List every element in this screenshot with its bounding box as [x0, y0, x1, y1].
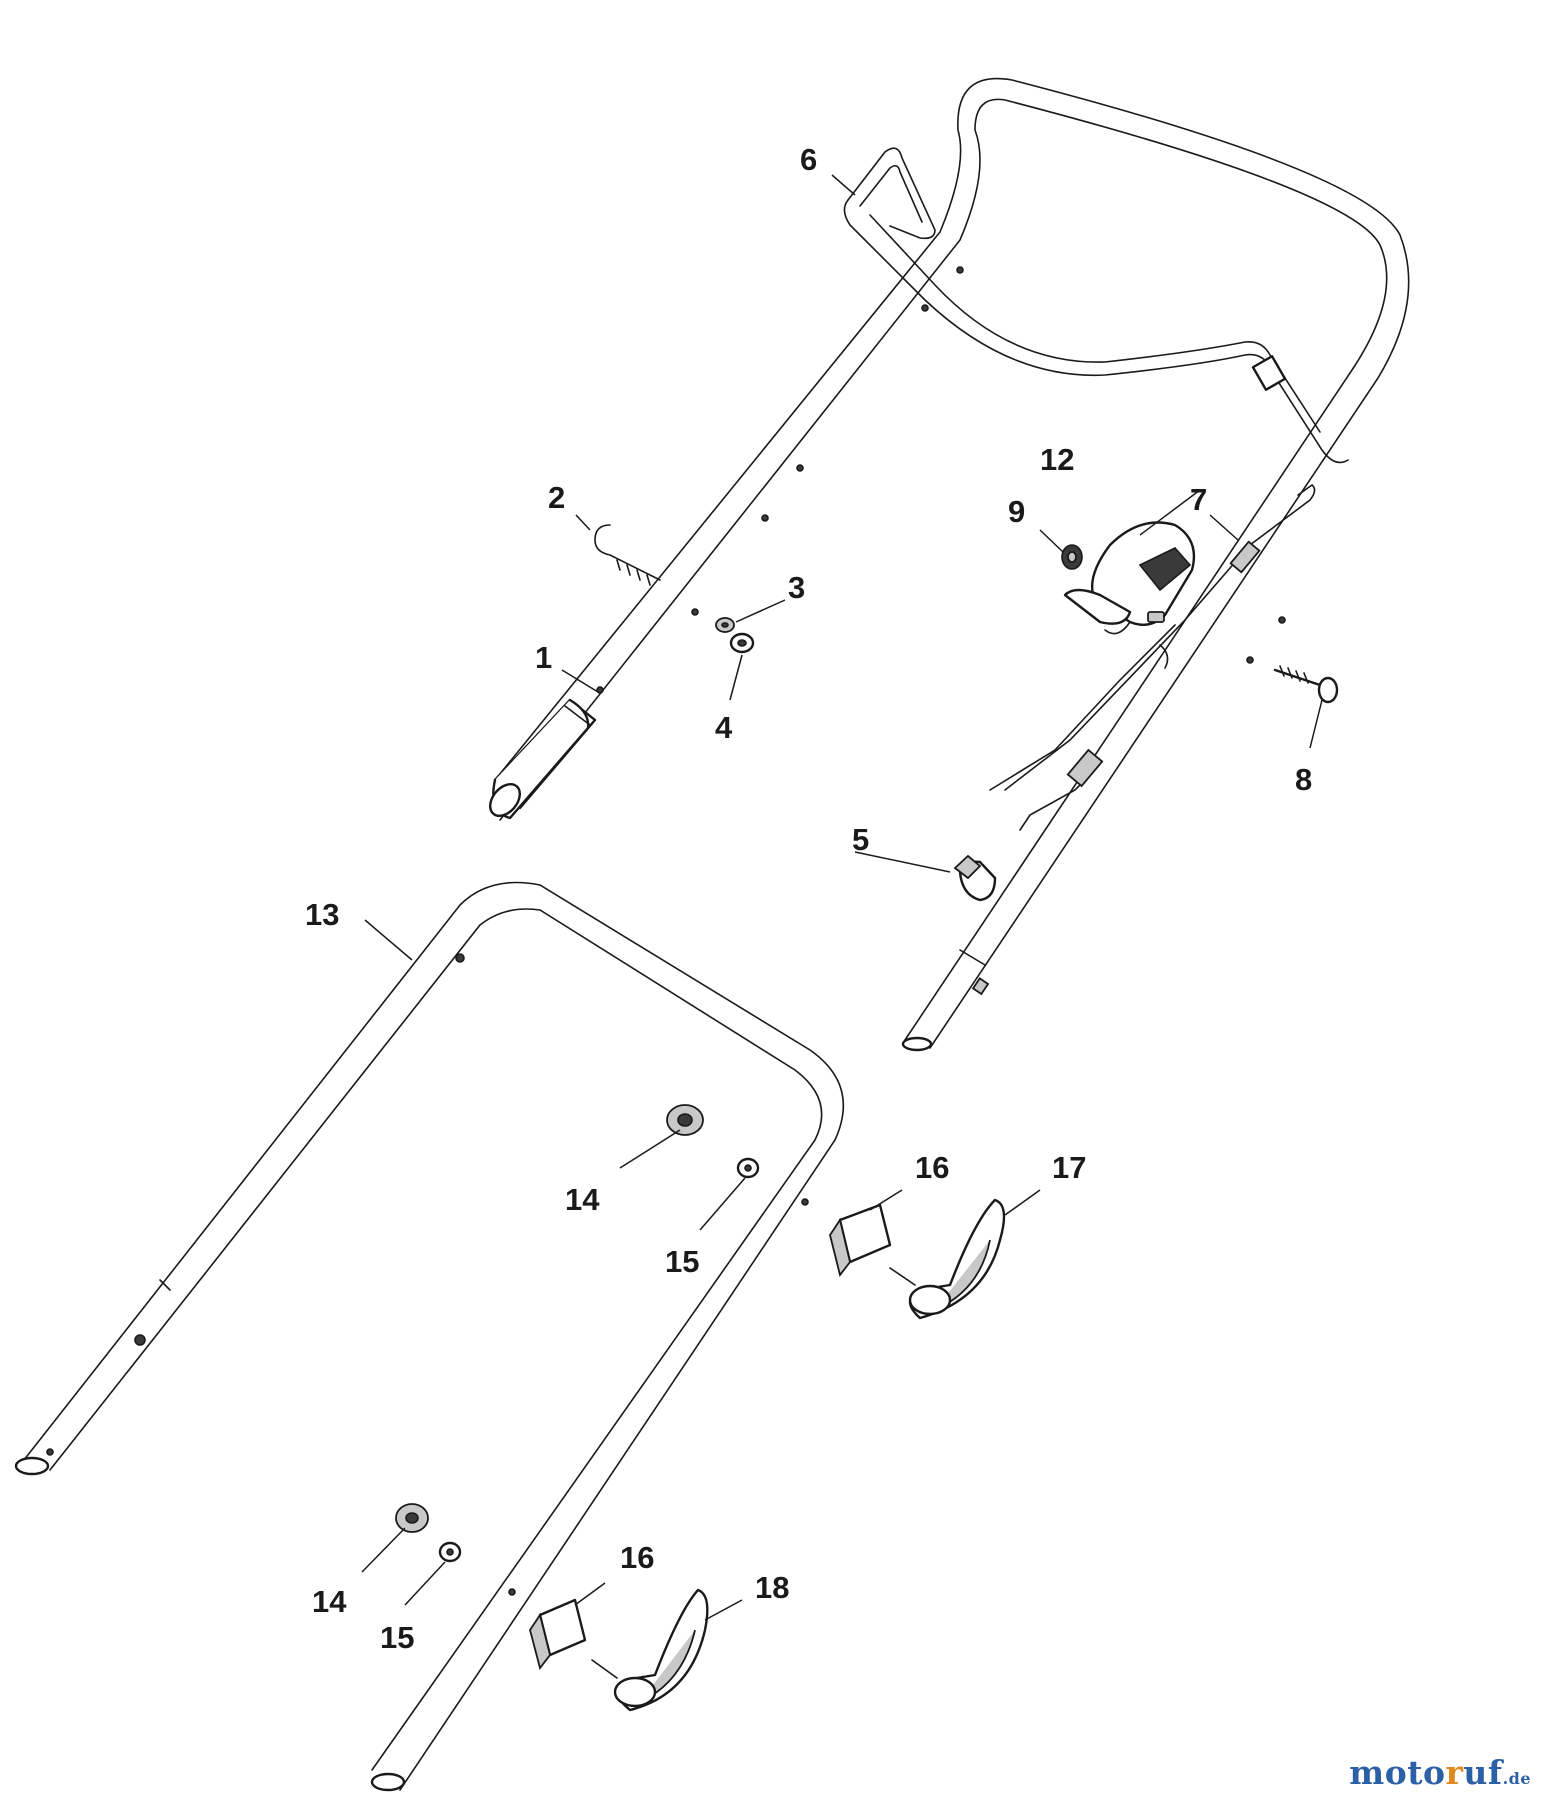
- callout-labels: 6 2 3 4 1 12 9 7 8 5 13 14 15 16 17 14 1…: [305, 142, 1312, 1655]
- bolt-part-8: [1273, 665, 1339, 704]
- throttle-lever: [1063, 521, 1196, 635]
- callout-15-upper: 15: [665, 1244, 699, 1279]
- callout-15-lower: 15: [380, 1620, 414, 1655]
- washer-part-14-lower: [395, 1503, 429, 1533]
- callout-6: 6: [800, 142, 817, 177]
- clamp-knob-part-17: [889, 1198, 1006, 1320]
- upper-handle-bar: [494, 77, 1410, 1052]
- cable-clip: [953, 854, 997, 902]
- callout-5: 5: [852, 822, 869, 857]
- nut-part-9: [1061, 544, 1083, 570]
- callout-8: 8: [1295, 762, 1312, 797]
- lower-handle-bar: [14, 881, 845, 1792]
- upper-handle-left-end: [489, 698, 597, 820]
- leader-lines: [361, 174, 1323, 1621]
- watermark-part-3: uf: [1463, 1753, 1503, 1792]
- callout-4: 4: [715, 710, 733, 745]
- hook-bolt-part-2: [594, 524, 661, 586]
- callout-13: 13: [305, 897, 339, 932]
- watermark-suffix: .de: [1502, 1769, 1531, 1788]
- callout-12: 12: [1040, 442, 1074, 477]
- clamp-knob-part-18: [591, 1588, 709, 1712]
- control-cable: [989, 483, 1316, 831]
- callout-1: 1: [535, 640, 552, 675]
- callout-18: 18: [755, 1570, 789, 1605]
- spacer-part-16-upper: [829, 1203, 892, 1278]
- nut-part-15-lower: [438, 1541, 462, 1563]
- washer-part-3: [715, 617, 735, 633]
- callout-3: 3: [788, 570, 805, 605]
- callout-2: 2: [548, 480, 565, 515]
- watermark-part-1: moto: [1349, 1753, 1446, 1792]
- nut-part-4: [729, 632, 755, 654]
- callout-14-lower: 14: [312, 1584, 347, 1619]
- callout-7: 7: [1190, 482, 1207, 517]
- spacer-part-16-lower: [529, 1598, 587, 1671]
- callout-16-lower: 16: [620, 1540, 654, 1575]
- bail-bar: [843, 147, 1349, 464]
- callout-9: 9: [1008, 494, 1025, 529]
- callout-16-upper: 16: [915, 1150, 949, 1185]
- callout-17: 17: [1052, 1150, 1086, 1185]
- nut-part-15-upper: [736, 1157, 760, 1179]
- callout-14-upper: 14: [565, 1182, 600, 1217]
- site-watermark: motoruf.de: [1349, 1753, 1531, 1792]
- washer-part-14-upper: [666, 1104, 704, 1136]
- watermark-part-2: r: [1445, 1753, 1464, 1792]
